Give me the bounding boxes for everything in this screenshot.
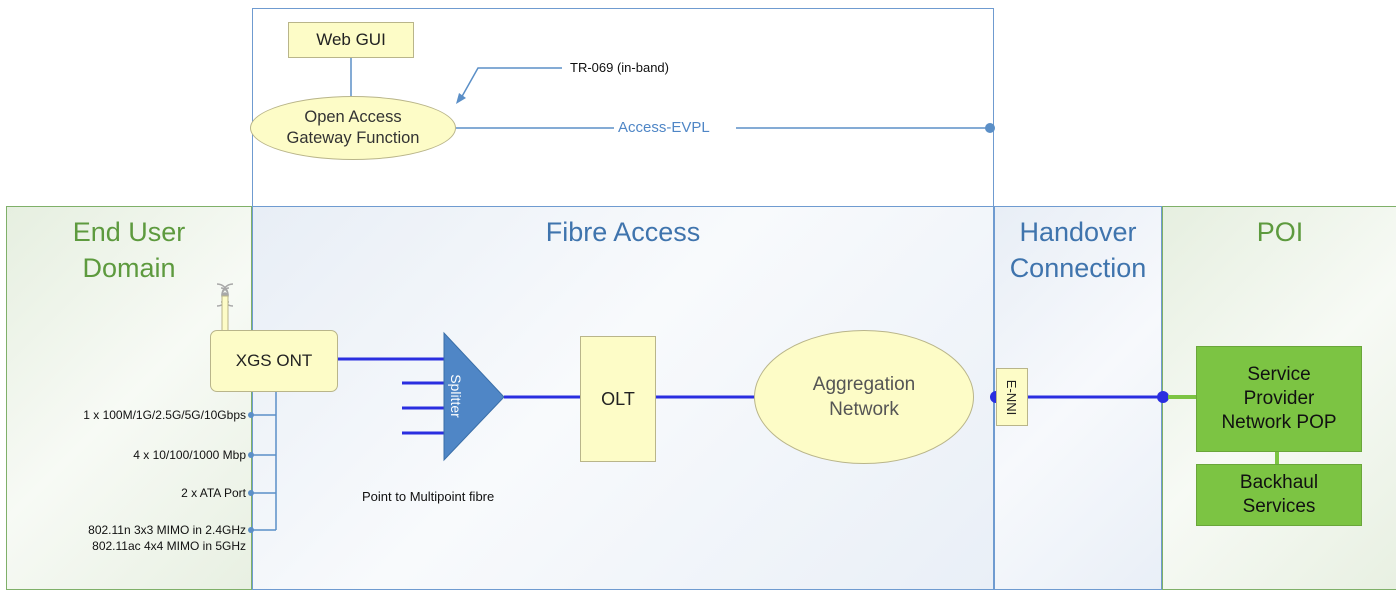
port-label-1: 1 x 100M/1G/2.5G/5G/10Gbps [83, 408, 246, 422]
enni-box: E-NNI [996, 368, 1028, 426]
web-gui-box: Web GUI [288, 22, 414, 58]
port-dot-3 [248, 490, 254, 496]
tr069-label: TR-069 (in-band) [570, 60, 669, 75]
splitter-shape [443, 331, 505, 462]
olt-box: OLT [580, 336, 656, 462]
end-user-region [6, 206, 252, 590]
handover-connection-title: Handover Connection [1009, 217, 1147, 283]
tr069-arrowhead [456, 93, 466, 104]
port-dot-1 [248, 412, 254, 418]
xgs-ont-box: XGS ONT [210, 330, 338, 392]
aggregation-network-ellipse: Aggregation Network [754, 330, 974, 464]
gateway-function-ellipse: Open Access Gateway Function [250, 96, 456, 160]
port-label-2: 4 x 10/100/1000 Mbp [133, 448, 246, 462]
tr069-pointer [459, 67, 562, 101]
port-dot-4 [248, 527, 254, 533]
port-dot-2 [248, 452, 254, 458]
backhaul-services-box: Backhaul Services [1196, 464, 1362, 526]
enni-label: E-NNI [1004, 379, 1020, 415]
splitter-label: Splitter [448, 374, 464, 418]
point-to-multipoint-label: Point to Multipoint fibre [362, 489, 495, 504]
port-label-4: 802.11n 3x3 MIMO in 2.4GHz 802.11ac 4x4 … [88, 523, 246, 553]
end-user-domain-title: End User Domain [72, 217, 186, 283]
evpl-endpoint [985, 123, 995, 133]
poi-title: POI [1256, 217, 1304, 247]
poi-endpoint [1157, 391, 1169, 403]
service-provider-pop-box: Service Provider Network POP [1196, 346, 1362, 452]
access-evpl-label: Access-EVPL [618, 119, 710, 136]
port-label-3: 2 x ATA Port [181, 486, 246, 500]
fibre-access-title: Fibre Access [545, 217, 701, 247]
antenna-stub [221, 295, 229, 333]
